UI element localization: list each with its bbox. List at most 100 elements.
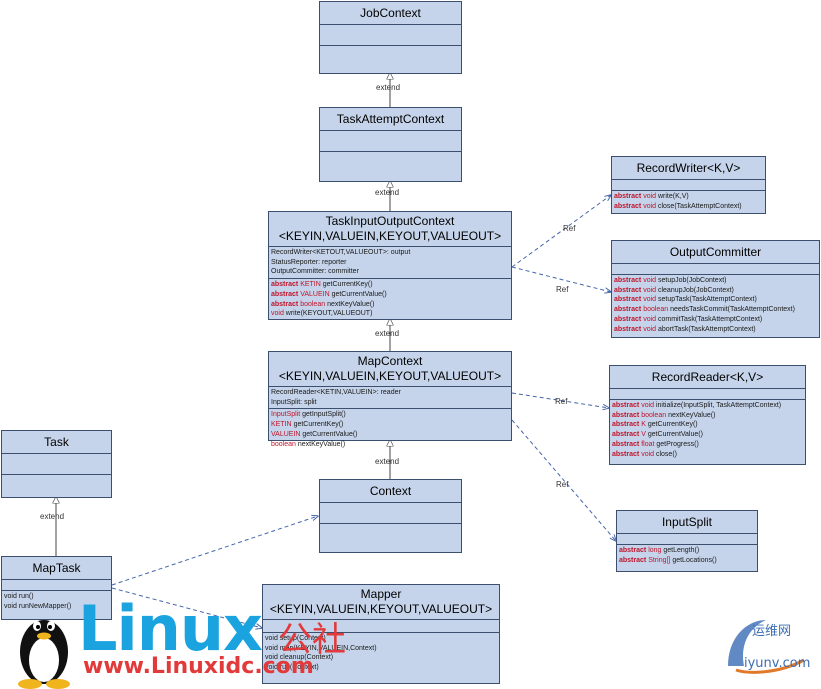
class-name: MapContext xyxy=(357,354,423,368)
attribute-row: RecordReader<KETIN,VALUEIN>: reader xyxy=(271,389,401,396)
ref-line-mc-recordreader xyxy=(511,392,609,408)
method-section: void run() void runNewMapper() xyxy=(2,591,111,612)
class-input-split: InputSplit abstract long getLength() abs… xyxy=(616,510,758,572)
class-job-context: JobContext xyxy=(319,1,462,74)
class-task: Task xyxy=(1,430,112,498)
method-row: abstract void close(TaskAttemptContext) xyxy=(614,202,742,210)
class-name: RecordWriter<K,V> xyxy=(612,157,765,180)
attribute-section: RecordWriter<KETOUT,VALUEOUT>: output St… xyxy=(269,247,511,280)
class-name: InputSplit xyxy=(617,511,757,534)
method-row: abstract void close() xyxy=(612,450,677,458)
attribute-row: StatusReporter: reporter xyxy=(271,258,347,266)
attribute-section xyxy=(2,580,111,591)
attribute-row: InputSplit: split xyxy=(271,398,317,406)
method-section: abstract KETIN getCurrentKey() abstract … xyxy=(269,279,511,320)
ref-label: Ref xyxy=(563,224,576,233)
method-row: abstract void cleanupJob(JobContext) xyxy=(614,286,734,294)
method-row: abstract boolean needsTaskCommit(TaskAtt… xyxy=(614,306,795,314)
class-task-input-output-context: TaskInputOutputContext <KEYIN,VALUEIN,KE… xyxy=(268,211,512,320)
method-row: void run() xyxy=(4,593,34,600)
method-row: abstract float getProgress() xyxy=(612,440,699,448)
class-name: MapTask xyxy=(2,557,111,580)
class-name: Mapper xyxy=(360,587,402,601)
method-row: abstract void initialize(InputSplit, Tas… xyxy=(612,402,782,409)
class-map-task: MapTask void run() void runNewMapper() xyxy=(1,556,112,620)
class-name: TaskInputOutputContext xyxy=(325,214,455,228)
method-row: abstract void commitTask(TaskAttemptCont… xyxy=(614,315,763,323)
class-output-committer: OutputCommitter abstract void setupJob(J… xyxy=(611,240,820,338)
method-section: InputSplit getInputSplit() KETIN getCurr… xyxy=(269,409,511,450)
ref-label: Ref xyxy=(555,397,568,406)
method-section xyxy=(320,46,461,68)
attribute-section xyxy=(320,131,461,152)
method-row: abstract K getCurrentKey() xyxy=(612,421,698,429)
method-row: abstract V getCurrentValue() xyxy=(612,431,703,439)
method-row: void run(Context) xyxy=(265,664,319,672)
method-row: abstract VALUEIN getCurrentValue() xyxy=(271,290,387,298)
class-generics: <KEYIN,VALUEIN,KEYOUT,VALUEOUT> xyxy=(278,229,502,243)
method-section: abstract long getLength() abstract Strin… xyxy=(617,545,757,566)
ref-line-tioc-outputcommitter xyxy=(511,266,611,292)
method-section xyxy=(320,152,461,174)
linuxidc-url: www.Linuxidc.com xyxy=(83,654,314,679)
ref-line-maptask-context xyxy=(111,516,318,586)
method-row: void map(KEYIN,VALUEIN,Context) xyxy=(265,644,377,652)
site-name-cn: 运维网 xyxy=(752,624,792,639)
method-section: abstract void initialize(InputSplit, Tas… xyxy=(610,400,805,460)
method-section: abstract void setupJob(JobContext) abstr… xyxy=(612,275,819,335)
method-section xyxy=(320,524,461,546)
method-row: abstract long getLength() xyxy=(619,547,700,554)
class-map-context: MapContext <KEYIN,VALUEIN,KEYOUT,VALUEOU… xyxy=(268,351,512,448)
class-task-attempt-context: TaskAttemptContext xyxy=(319,107,462,182)
class-header: TaskInputOutputContext <KEYIN,VALUEIN,KE… xyxy=(269,212,511,247)
class-name: Context xyxy=(320,480,461,503)
extend-label: extend xyxy=(375,329,400,338)
method-row: void setup(Context) xyxy=(265,635,326,642)
method-row: void runNewMapper() xyxy=(4,602,72,610)
method-row: void write(KEYOUT,VALUEOUT) xyxy=(271,310,373,318)
extend-label: extend xyxy=(376,83,401,92)
method-row: abstract boolean nextKeyValue() xyxy=(271,300,375,308)
site-url: iyunv.com xyxy=(744,656,811,671)
class-name: OutputCommitter xyxy=(612,241,819,264)
class-context: Context xyxy=(319,479,462,553)
method-row: KETIN getCurrentKey() xyxy=(271,421,344,429)
class-header: Mapper <KEYIN,VALUEIN,KEYOUT,VALUEOUT> xyxy=(263,585,499,620)
ref-label: Ref xyxy=(556,480,569,489)
linux-logo-cn: 公社 xyxy=(278,620,346,660)
class-record-writer: RecordWriter<K,V> abstract void write(K,… xyxy=(611,156,766,214)
method-row: abstract boolean nextKeyValue() xyxy=(612,411,716,419)
ref-line-maptask-mapper xyxy=(111,587,262,628)
class-name: TaskAttemptContext xyxy=(320,108,461,131)
class-mapper: Mapper <KEYIN,VALUEIN,KEYOUT,VALUEOUT> v… xyxy=(262,584,500,684)
attribute-section xyxy=(2,454,111,475)
method-row: abstract void write(K,V) xyxy=(614,193,689,200)
method-row: InputSplit getInputSplit() xyxy=(271,411,346,419)
method-row: abstract String[] getLocations() xyxy=(619,556,717,564)
extend-label: extend xyxy=(375,457,400,466)
method-section: abstract void write(K,V) abstract void c… xyxy=(612,191,765,212)
ref-label: Ref xyxy=(556,285,569,294)
attribute-section xyxy=(320,25,461,46)
class-header: MapContext <KEYIN,VALUEIN,KEYOUT,VALUEOU… xyxy=(269,352,511,387)
class-name: JobContext xyxy=(320,2,461,25)
attribute-section: RecordReader<KETIN,VALUEIN>: reader Inpu… xyxy=(269,387,511,410)
attribute-section xyxy=(610,389,805,400)
attribute-row: RecordWriter<KETOUT,VALUEOUT>: output xyxy=(271,249,411,256)
attribute-section xyxy=(612,180,765,191)
tux-penguin-logo xyxy=(18,620,70,689)
class-generics: <KEYIN,VALUEIN,KEYOUT,VALUEOUT> xyxy=(278,369,502,383)
ref-line-mc-inputsplit xyxy=(511,419,616,541)
extend-label: extend xyxy=(375,188,400,197)
class-name: RecordReader<K,V> xyxy=(610,366,805,389)
attribute-section xyxy=(263,620,499,633)
class-generics: <KEYIN,VALUEIN,KEYOUT,VALUEOUT> xyxy=(269,602,493,616)
method-row: VALUEIN getCurrentValue() xyxy=(271,430,358,438)
linux-logo-text: Linux xyxy=(78,592,263,665)
class-name: Task xyxy=(2,431,111,454)
class-record-reader: RecordReader<K,V> abstract void initiali… xyxy=(609,365,806,465)
method-section xyxy=(2,475,111,491)
method-row: abstract void setupTask(TaskAttemptConte… xyxy=(614,296,757,304)
method-row: boolean nextKeyValue() xyxy=(271,440,346,448)
